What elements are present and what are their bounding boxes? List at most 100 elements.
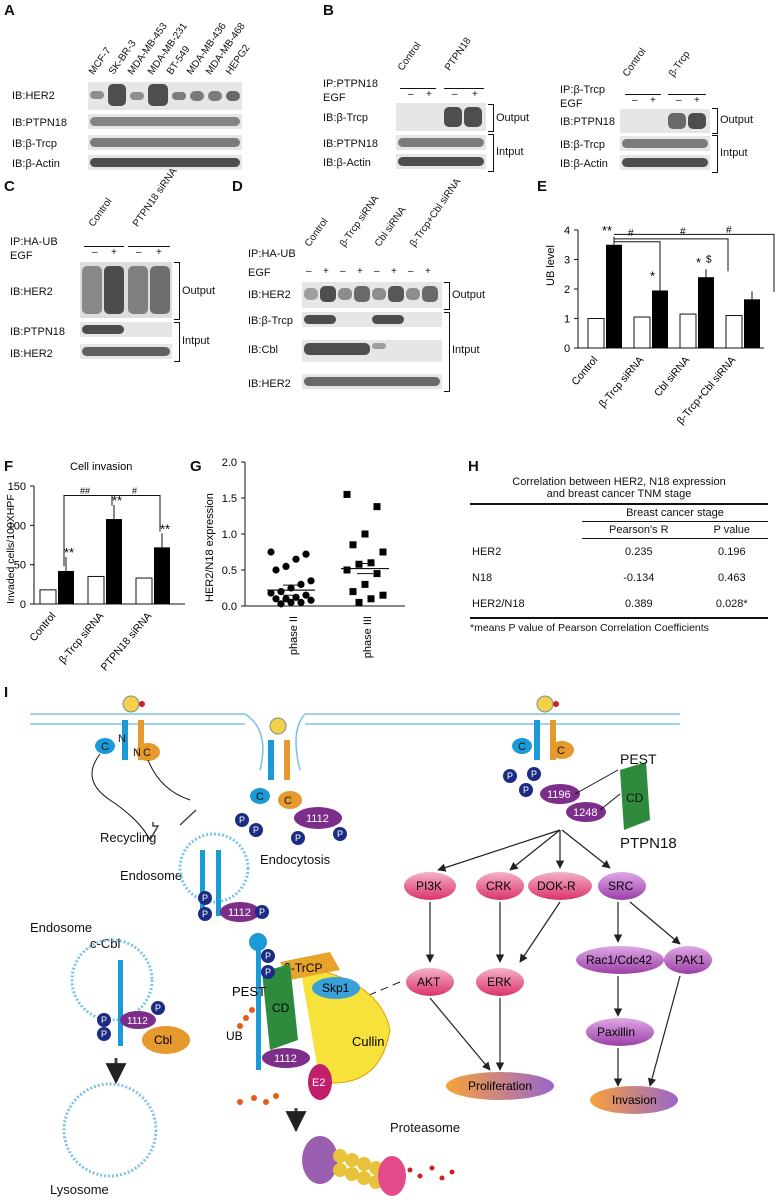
svg-text:CD: CD xyxy=(272,1001,290,1015)
svg-text:DOK-R: DOK-R xyxy=(537,879,576,893)
blot-b2-ptpn18 xyxy=(620,109,710,133)
ptpn18-protein: PEST CD PTPN18 xyxy=(574,751,677,852)
lane-label: Control xyxy=(86,196,115,229)
blot-label: IB:HER2 xyxy=(10,286,53,298)
panel-label-c: C xyxy=(4,178,15,195)
x-tick-label: phase II xyxy=(288,616,300,655)
svg-text:P: P xyxy=(239,815,245,825)
x-tick-label: Cbl siRNA xyxy=(652,354,692,399)
bar-plus xyxy=(106,519,122,604)
blot-label: IB:HER2 xyxy=(248,289,291,301)
y-tick-label: 2 xyxy=(564,284,570,296)
bar-minus xyxy=(87,575,105,605)
y-tick-label: 1 xyxy=(564,314,570,326)
lane-label: PTPN18 siRNA xyxy=(130,166,180,229)
hash-mark: ## xyxy=(80,486,90,496)
column-header: Pearson's R xyxy=(582,522,696,539)
svg-text:C: C xyxy=(284,795,292,807)
significance-stars: ** xyxy=(112,493,122,508)
svg-text:P: P xyxy=(265,951,271,961)
blot-label: IB:HER2 xyxy=(248,378,291,390)
lysosome xyxy=(62,1082,158,1178)
data-point xyxy=(355,598,363,606)
y-tick-label: 50 xyxy=(14,560,26,572)
x-tick-label: PTPN18 siRNA xyxy=(99,610,155,672)
blot-label: IB:β-Trcp xyxy=(323,112,369,124)
svg-text:Skp1: Skp1 xyxy=(322,981,350,995)
data-point xyxy=(343,490,351,498)
comparison-bracket xyxy=(64,494,161,532)
data-point xyxy=(379,591,387,599)
comparison-bracket xyxy=(614,238,729,272)
panel-label-h: H xyxy=(468,458,479,475)
data-point xyxy=(373,503,381,511)
blot-b-ptpn18 xyxy=(396,135,486,150)
data-point xyxy=(277,588,285,596)
data-point xyxy=(302,591,310,599)
data-point xyxy=(282,595,290,603)
bar-plus xyxy=(744,299,760,348)
bar-plus xyxy=(154,547,170,604)
hash-mark: # xyxy=(680,226,686,237)
x-tick-label: Control xyxy=(27,610,58,644)
svg-text:Cbl: Cbl xyxy=(154,1033,172,1047)
cell-membrane xyxy=(30,713,680,771)
data-point xyxy=(361,580,369,588)
ip-label: IP:β-Trcp xyxy=(560,84,606,96)
svg-text:Recycling: Recycling xyxy=(100,830,156,845)
egf-sign: + xyxy=(323,266,329,277)
svg-text:Cullin: Cullin xyxy=(352,1034,385,1049)
lane-label: Cbl siRNA xyxy=(372,204,409,249)
bar-minus xyxy=(679,313,697,349)
y-tick-label: 4 xyxy=(564,225,570,237)
blot-d-her2 xyxy=(302,282,442,308)
comparison-bracket xyxy=(614,241,661,284)
svg-text:C: C xyxy=(143,747,151,759)
blot-d-trcp xyxy=(302,312,442,327)
svg-text:P: P xyxy=(202,909,208,919)
significance-stars: * xyxy=(696,255,701,270)
svg-text:P: P xyxy=(295,833,301,843)
her2-receptor-complex xyxy=(122,695,559,780)
svg-text:PEST: PEST xyxy=(232,984,266,999)
blot-b-trcp xyxy=(396,103,486,131)
egf-label: EGF xyxy=(248,267,271,279)
comparison-bracket xyxy=(614,233,775,292)
egf-label: EGF xyxy=(10,250,33,262)
blot-b2-actin xyxy=(620,155,710,170)
svg-text:C: C xyxy=(518,741,526,753)
blot-label: IB:β-Trcp xyxy=(560,139,606,151)
y-axis-label: Invaded cells/100XHPF xyxy=(5,494,17,604)
lane-label: β-Trcp xyxy=(666,49,693,79)
blot-label: IB:β-Trcp xyxy=(12,138,58,150)
blot-b-actin xyxy=(396,154,486,169)
y-tick-label: 0 xyxy=(564,343,570,355)
svg-text:UB: UB xyxy=(226,1029,243,1043)
svg-text:PI3K: PI3K xyxy=(416,879,442,893)
pathway-diagram: C C C C C C NN P P 1112 P P P P 1196 124… xyxy=(30,695,712,1197)
svg-text:N: N xyxy=(118,733,126,745)
hash-mark: # xyxy=(726,225,732,236)
egf-sign: + xyxy=(425,266,431,277)
svg-text:Endosome: Endosome xyxy=(120,868,182,883)
x-tick-label: Control xyxy=(569,354,600,388)
svg-text:1112: 1112 xyxy=(228,907,251,919)
svg-text:PTPN18: PTPN18 xyxy=(620,835,677,852)
cbl-protein xyxy=(142,1026,190,1054)
data-point xyxy=(349,541,357,549)
svg-text:c-Cbl: c-Cbl xyxy=(90,936,120,951)
data-point xyxy=(349,588,357,596)
dollar-mark: $ xyxy=(706,254,712,265)
x-tick-label: β-Trcp siRNA xyxy=(597,354,647,410)
data-point xyxy=(361,530,369,538)
svg-text:P: P xyxy=(531,769,537,779)
hash-mark: # xyxy=(628,228,634,239)
blot-bactin xyxy=(88,155,242,170)
blot-c-her2 xyxy=(80,262,172,318)
egf-sign: + xyxy=(391,266,397,277)
significance-stars: ** xyxy=(160,521,170,536)
